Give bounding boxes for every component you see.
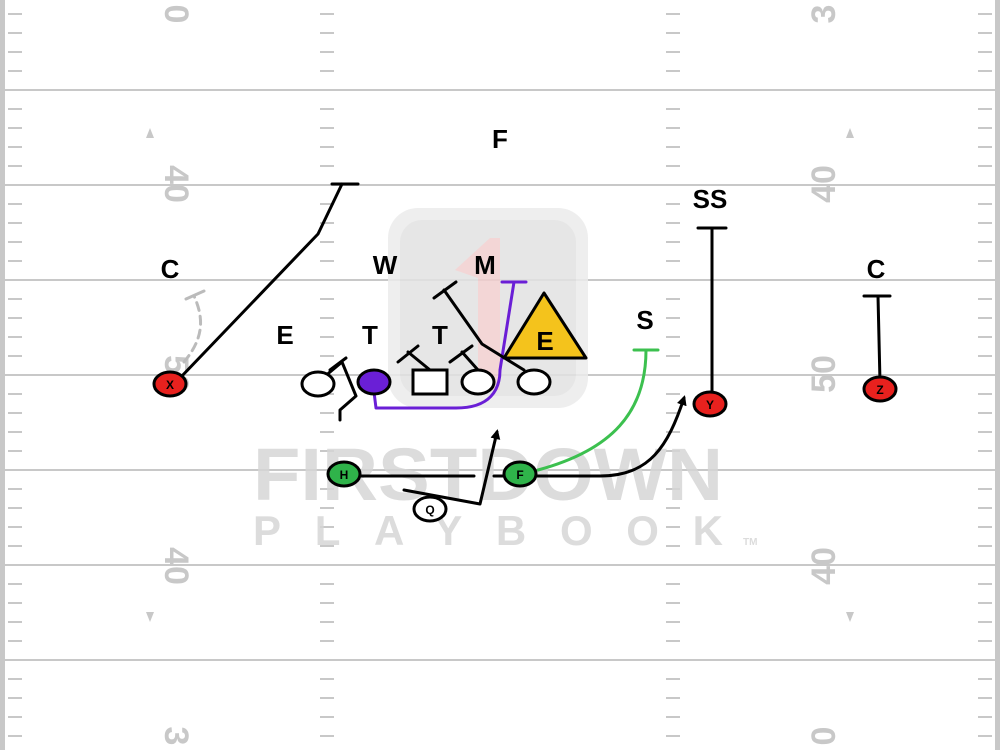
- mike-linebacker-label: M: [474, 250, 496, 280]
- h-back-label: H: [340, 468, 349, 482]
- x-receiver-player: [152, 370, 188, 398]
- yard-number: 40: [805, 547, 843, 585]
- right-end-label: E: [536, 326, 553, 356]
- highlighted-end-triangle: [502, 291, 588, 360]
- quarterback-label: Q: [425, 503, 434, 517]
- yard-number: 40: [157, 165, 195, 203]
- defense: F SS C C W M E T T S E: [161, 124, 886, 360]
- strong-safety-box-label: S: [636, 305, 653, 335]
- x-route: [178, 182, 344, 380]
- z-receiver-label: Z: [876, 383, 883, 397]
- center-player: [411, 368, 449, 396]
- guard-block: [406, 350, 432, 372]
- yard-number: 40: [157, 547, 195, 585]
- right-tackle-player: [516, 368, 552, 396]
- right-sideline: [995, 0, 1000, 750]
- h-back-player: [326, 460, 362, 488]
- skill-players: X Y Z H F Q: [152, 370, 898, 523]
- routes: [178, 182, 892, 506]
- f-back-route: [492, 395, 687, 478]
- watermark-number-one-icon: [455, 238, 500, 390]
- right-corner-label: C: [867, 254, 886, 284]
- corner-read-cap: [184, 289, 206, 301]
- f-back-player: [502, 460, 538, 488]
- route-end-cap: [328, 356, 348, 372]
- route-end-cap: [448, 344, 474, 364]
- center-block-path: [372, 280, 516, 410]
- will-linebacker-label: W: [373, 250, 398, 280]
- y-receiver-label: Y: [706, 398, 714, 412]
- tackle-block: [442, 288, 526, 372]
- yard-number: 50: [805, 355, 843, 393]
- z-receiver-player: [862, 375, 898, 403]
- direction-arrow-icon: [846, 612, 854, 622]
- guard-block: [460, 350, 480, 372]
- left-yard-numbers: 0 40 50 40 3: [146, 5, 195, 746]
- free-safety-label: F: [492, 124, 508, 154]
- offensive-line: [300, 368, 552, 398]
- yard-number: 0: [157, 5, 195, 24]
- direction-arrow-icon: [146, 128, 154, 138]
- yard-number: 3: [157, 727, 195, 746]
- strong-safety-label: SS: [693, 184, 728, 214]
- left-tackle-player: [300, 370, 336, 398]
- watermark-trademark: TM: [743, 537, 757, 548]
- yard-number: 0: [805, 727, 843, 746]
- right-tackle-label: T: [432, 320, 448, 350]
- left-end-label: E: [276, 320, 293, 350]
- z-route: [876, 294, 882, 384]
- yard-number: 3: [805, 5, 843, 24]
- f-green-route: [536, 348, 648, 472]
- qb-route: [402, 429, 501, 506]
- right-guard-player: [460, 368, 496, 396]
- left-corner-label: C: [161, 254, 180, 284]
- direction-arrow-icon: [146, 612, 154, 622]
- hash-marks: [8, 13, 992, 737]
- route-end-cap: [396, 344, 420, 364]
- left-tackle-label: T: [362, 320, 378, 350]
- left-guard-player: [356, 368, 392, 396]
- f-back-label: F: [516, 468, 523, 482]
- corner-read-path: [182, 294, 203, 364]
- direction-arrow-icon: [846, 128, 854, 138]
- quarterback-player: [412, 495, 448, 523]
- right-yard-numbers: 3 40 50 40 0: [805, 5, 854, 746]
- y-receiver-player: [692, 390, 728, 418]
- x-receiver-label: X: [166, 378, 174, 392]
- left-sideline: [0, 0, 5, 750]
- route-end-cap: [432, 280, 458, 300]
- yard-number: 40: [805, 165, 843, 203]
